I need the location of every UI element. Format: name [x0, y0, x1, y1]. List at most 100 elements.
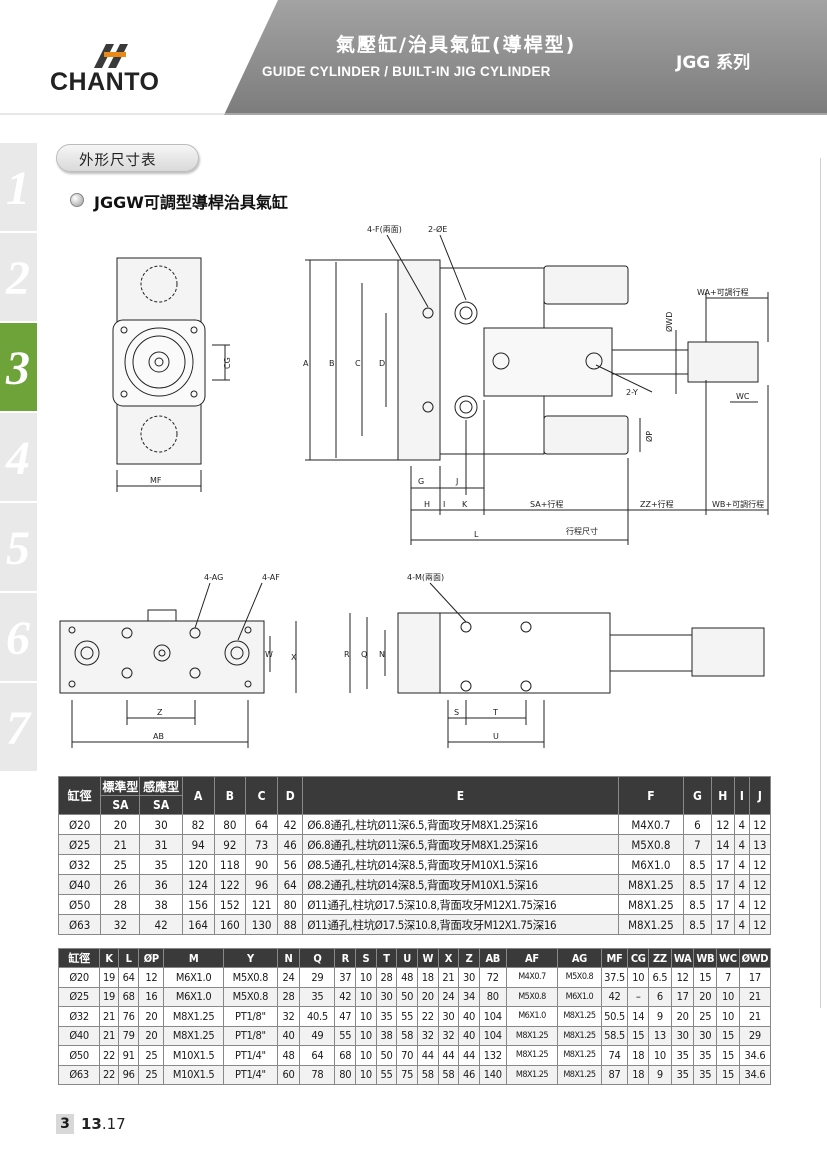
table1-cell: M6X1.0 — [617, 854, 685, 875]
label-l: L — [474, 530, 479, 539]
table2-cell: 9 — [648, 1064, 672, 1085]
chapter-tab-2[interactable]: 2 — [0, 233, 37, 321]
chapter-tab-3[interactable]: 3 — [0, 323, 37, 411]
table2-cell: 104 — [478, 1006, 507, 1027]
table2-cell: 42 — [600, 986, 629, 1007]
table1-cell: 160 — [213, 914, 247, 935]
table2-cell: 58 — [416, 1064, 439, 1085]
table2-cell: 80 — [334, 1064, 357, 1085]
table2-cell: 6.5 — [648, 967, 672, 988]
table2-header: R — [334, 948, 357, 968]
table2-header: AG — [557, 948, 602, 968]
label-zz-stroke: ZZ+行程 — [640, 499, 674, 509]
table1-cell: 8.5 — [683, 914, 712, 935]
table2-cell: 14 — [627, 1006, 650, 1027]
label-mf: MF — [150, 476, 162, 485]
table2-header: Z — [458, 948, 480, 968]
table2-cell: 70 — [396, 1045, 418, 1066]
header-series: JGG 系列 — [676, 53, 751, 73]
table1-cell: 121 — [245, 894, 278, 915]
table2-cell: 6 — [648, 986, 672, 1007]
table2-cell: 22 — [99, 1064, 119, 1085]
table1-cell: 28 — [100, 894, 141, 915]
table2-cell: 29 — [299, 967, 336, 988]
table2-cell: 72 — [478, 967, 507, 988]
label-r: R — [344, 650, 350, 659]
table2-cell: 91 — [117, 1045, 140, 1066]
table2-cell: 21 — [738, 1006, 772, 1027]
table1-cell: 4 — [733, 814, 750, 835]
label-sa-stroke: SA+行程 — [530, 499, 563, 509]
label-q: Q — [361, 650, 367, 659]
table2-cell: 10 — [716, 1006, 740, 1027]
header-title-cn: 氣壓缸/治具氣缸(導桿型) — [336, 34, 577, 56]
table1-cell: M8X1.25 — [617, 894, 685, 915]
table2-cell: M6X1.0 — [163, 967, 225, 988]
table2-cell: 44 — [458, 1045, 480, 1066]
table1-cell: 13 — [748, 834, 772, 855]
table2-cell: 32 — [437, 1025, 460, 1046]
table2-cell: 58 — [437, 1064, 460, 1085]
table2-cell: M8X1.25 — [557, 1064, 602, 1085]
table1-cell: 64 — [276, 874, 304, 895]
table1-cell: Ø11通孔,柱坑Ø17.5深10.8,背面攻牙M12X1.75深16 — [302, 914, 619, 935]
table2-header: K — [99, 948, 119, 968]
header-title-en: GUIDE CYLINDER / BUILT-IN JIG CYLINDER — [262, 64, 551, 79]
chapter-tab-5[interactable]: 5 — [0, 503, 37, 591]
table1-cell: 17 — [710, 874, 735, 895]
table1-cell: 42 — [139, 914, 183, 935]
table1-cell: 7 — [683, 834, 712, 855]
table2-cell: 12 — [138, 967, 165, 988]
table2-cell: 44 — [437, 1045, 460, 1066]
table2-cell: PT1/8" — [223, 1006, 278, 1027]
table2-cell: 47 — [334, 1006, 357, 1027]
table2-cell: M10X1.5 — [163, 1064, 225, 1085]
table2-header: ZZ — [648, 948, 672, 968]
dimension-table-1: 缸徑 標準型 感應型 A B C D E F G H I J SA SA Ø20… — [57, 776, 772, 935]
table2-cell: 24 — [276, 967, 301, 988]
table1-cell: 4 — [733, 834, 750, 855]
table1-cell: 120 — [181, 854, 215, 875]
table1-cell: M8X1.25 — [617, 914, 685, 935]
table2-cell: 15 — [716, 1064, 740, 1085]
table2-cell: 132 — [478, 1045, 507, 1066]
table2-cell: 18 — [627, 1045, 650, 1066]
label-t: T — [492, 708, 498, 717]
label-2y: 2-Y — [626, 388, 638, 397]
table2-header: T — [375, 948, 398, 968]
label-4m: 4-M(兩面) — [407, 573, 444, 582]
table1-cell: 152 — [213, 894, 247, 915]
table2-cell: M5X0.8 — [505, 986, 559, 1007]
chapter-tab-1[interactable]: 1 — [0, 143, 37, 231]
table1-cell: 26 — [100, 874, 141, 895]
table2-cell: 19 — [99, 986, 119, 1007]
table2-cell: 18 — [416, 967, 439, 988]
chapter-tab-4[interactable]: 4 — [0, 413, 37, 501]
table2-cell: 49 — [299, 1025, 336, 1046]
table2-cell: 76 — [117, 1006, 140, 1027]
table2-cell: 50 — [396, 986, 418, 1007]
chapter-tab-6[interactable]: 6 — [0, 593, 37, 681]
th-h: H — [710, 776, 735, 815]
table2-cell: 40 — [458, 1025, 480, 1046]
table2-cell: 35 — [375, 1006, 398, 1027]
table2-cell: 68 — [334, 1045, 357, 1066]
table2-cell: 7 — [716, 967, 740, 988]
table2-header: CG — [627, 948, 650, 968]
table2-header: AF — [505, 948, 559, 968]
th-i: I — [733, 776, 750, 815]
table1-cell: 38 — [139, 894, 183, 915]
table2-header: Y — [223, 948, 278, 968]
th-j: J — [748, 776, 772, 815]
table1-cell: 8.5 — [683, 874, 712, 895]
chapter-tab-7[interactable]: 7 — [0, 683, 37, 771]
table2-cell: 37.5 — [600, 967, 629, 988]
table2-cell: 35 — [693, 1064, 718, 1085]
right-divider — [820, 158, 821, 1008]
table2-cell: 35 — [693, 1045, 718, 1066]
label-wc: WC — [736, 392, 750, 401]
model-title: JGGW可調型導桿治具氣缸 — [94, 193, 288, 212]
